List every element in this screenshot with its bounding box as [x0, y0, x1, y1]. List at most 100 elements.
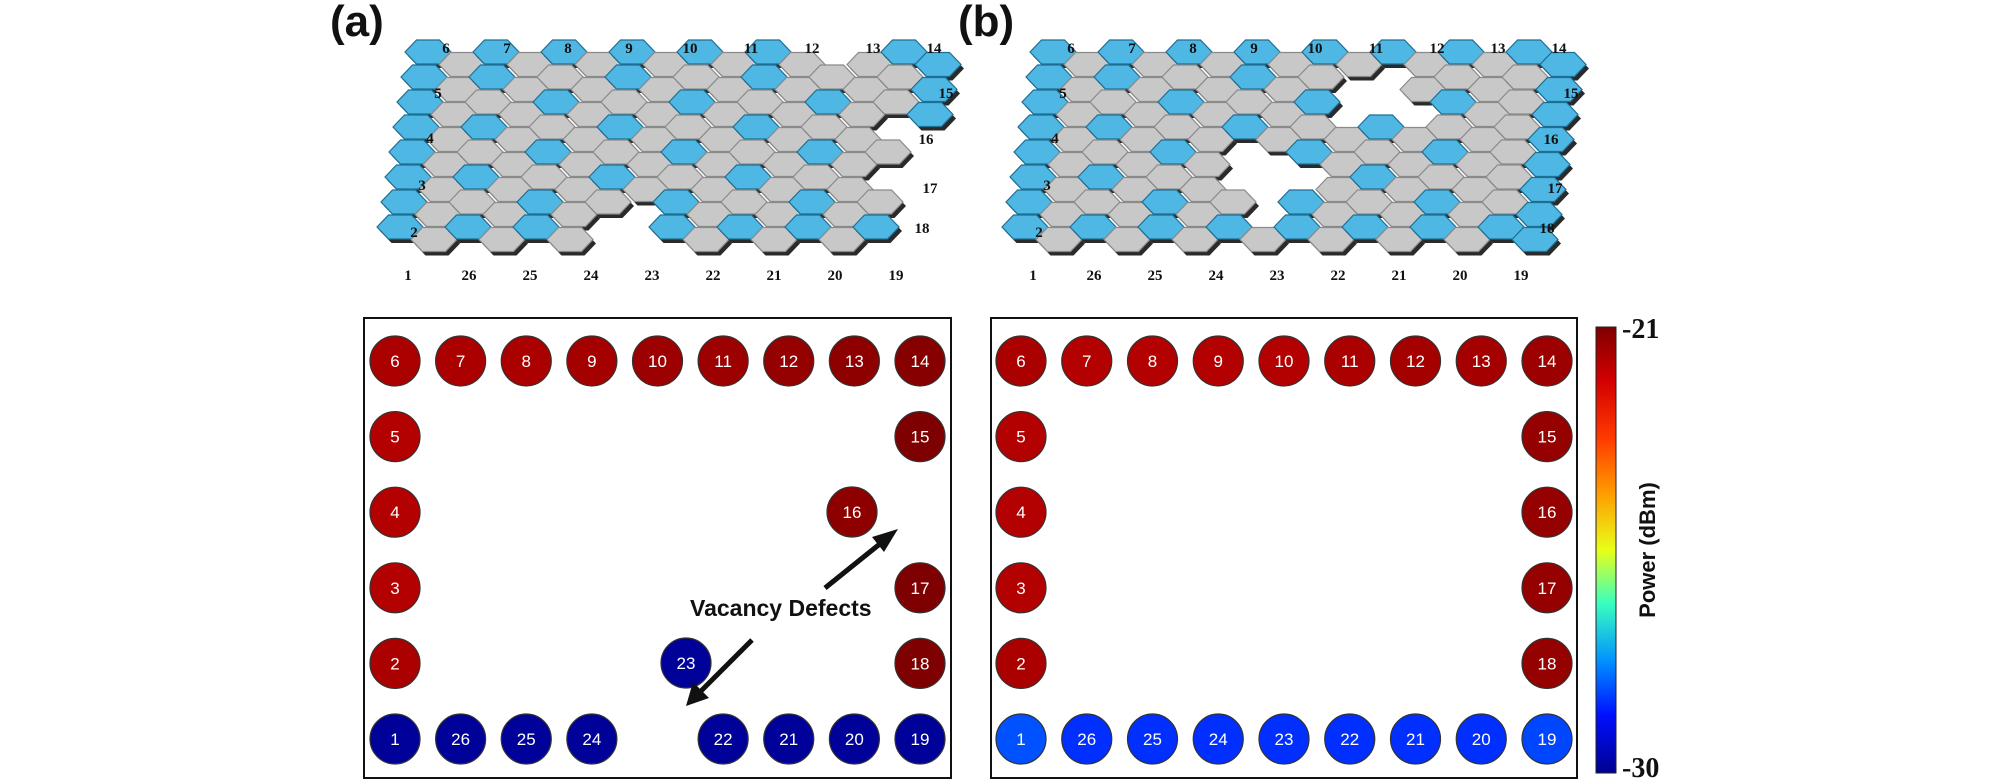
node-label: 1	[1016, 730, 1025, 749]
site-label: 7	[1128, 41, 1136, 57]
node-circle	[995, 411, 1047, 463]
node-2: 2	[995, 637, 1047, 690]
site-label: 15	[939, 86, 954, 102]
node-label: 10	[648, 352, 667, 371]
node-14: 14	[894, 335, 946, 387]
node-label: 11	[714, 352, 732, 371]
site-label: 4	[426, 131, 434, 147]
colorbar-min-label: -30	[1622, 753, 1659, 781]
node-26: 26	[1061, 713, 1113, 765]
node-circle	[369, 486, 421, 538]
node-circle	[435, 335, 487, 387]
arrowhead-to-23	[686, 682, 709, 706]
node-circle	[1389, 335, 1442, 387]
site-label: 23	[645, 268, 660, 284]
site-label: 19	[889, 268, 904, 284]
node-label: 6	[1016, 352, 1025, 371]
node-label: 17	[911, 579, 930, 598]
node-circle	[1455, 335, 1507, 387]
hex-cell	[1209, 189, 1257, 215]
node-label: 1	[390, 730, 399, 749]
hex-cell	[584, 189, 632, 215]
node-17: 17	[1521, 562, 1573, 614]
node-25: 25	[1126, 713, 1179, 765]
node-circle	[1258, 713, 1310, 765]
node-map-frame-a	[363, 317, 952, 779]
node-16: 16	[1521, 486, 1573, 538]
node-21: 21	[1389, 713, 1442, 765]
node-14: 14	[1521, 335, 1573, 387]
node-circle	[1455, 713, 1507, 765]
site-label: 10	[1308, 41, 1323, 57]
site-label: 25	[523, 268, 538, 284]
node-label: 19	[911, 730, 930, 749]
node-label: 17	[1538, 579, 1557, 598]
node-label: 4	[1016, 503, 1025, 522]
node-circle	[1521, 411, 1573, 463]
site-label: 12	[805, 41, 820, 57]
site-label: 8	[1189, 41, 1197, 57]
node-label: 13	[1472, 352, 1491, 371]
panel-label-a: (a)	[330, 0, 384, 46]
hex-site	[1511, 226, 1559, 253]
site-label: 4	[1051, 131, 1059, 147]
node-circle	[828, 713, 880, 765]
node-label: 15	[911, 428, 930, 447]
panel-label-b: (b)	[958, 0, 1014, 46]
hex-site	[1293, 89, 1341, 115]
node-circle	[1324, 713, 1376, 765]
arrow-to-23	[696, 638, 754, 696]
node-circle	[995, 335, 1047, 387]
site-label: 11	[744, 41, 758, 57]
node-circle	[763, 713, 815, 765]
site-label: 13	[866, 41, 881, 57]
node-circle	[660, 637, 712, 689]
site-label: 21	[1392, 268, 1407, 284]
site-label: 22	[706, 268, 721, 284]
node-circle	[566, 335, 618, 387]
node-circle	[697, 713, 749, 765]
site-label: 20	[1453, 268, 1468, 284]
arrowhead-to-16	[872, 529, 898, 552]
node-label: 26	[451, 730, 470, 749]
site-label: 13	[1491, 41, 1506, 57]
site-label: 23	[1270, 268, 1285, 284]
node-circle	[500, 713, 552, 765]
node-circle	[1521, 562, 1573, 614]
node-circle	[828, 335, 880, 387]
node-circle	[1258, 335, 1310, 387]
node-circle	[1521, 713, 1573, 765]
node-label: 12	[1406, 352, 1425, 371]
site-label: 16	[919, 132, 935, 148]
hex-site	[1531, 101, 1579, 128]
site-label: 11	[1369, 41, 1383, 57]
site-label: 14	[927, 41, 943, 57]
node-4: 4	[369, 486, 421, 538]
node-label: 21	[1406, 730, 1425, 749]
node-8: 8	[1126, 335, 1179, 387]
node-22: 22	[1324, 713, 1376, 765]
hex-site	[1527, 126, 1575, 153]
site-label: 6	[442, 41, 450, 57]
node-11: 11	[697, 335, 749, 387]
node-22: 22	[697, 713, 749, 765]
node-18: 18	[894, 637, 946, 690]
site-label: 5	[1059, 86, 1067, 102]
node-circle	[995, 486, 1047, 538]
node-24: 24	[1192, 713, 1244, 765]
node-label: 23	[677, 654, 696, 673]
site-label: 18	[1540, 221, 1555, 237]
hex-cell	[1297, 64, 1345, 90]
node-circle	[1192, 335, 1244, 387]
site-label: 2	[1035, 225, 1043, 241]
node-23: 23	[660, 637, 712, 689]
node-13: 13	[1455, 335, 1507, 387]
node-circle	[995, 562, 1047, 614]
node-circle	[1324, 335, 1376, 387]
site-label: 26	[462, 268, 478, 284]
node-7: 7	[1061, 335, 1113, 387]
